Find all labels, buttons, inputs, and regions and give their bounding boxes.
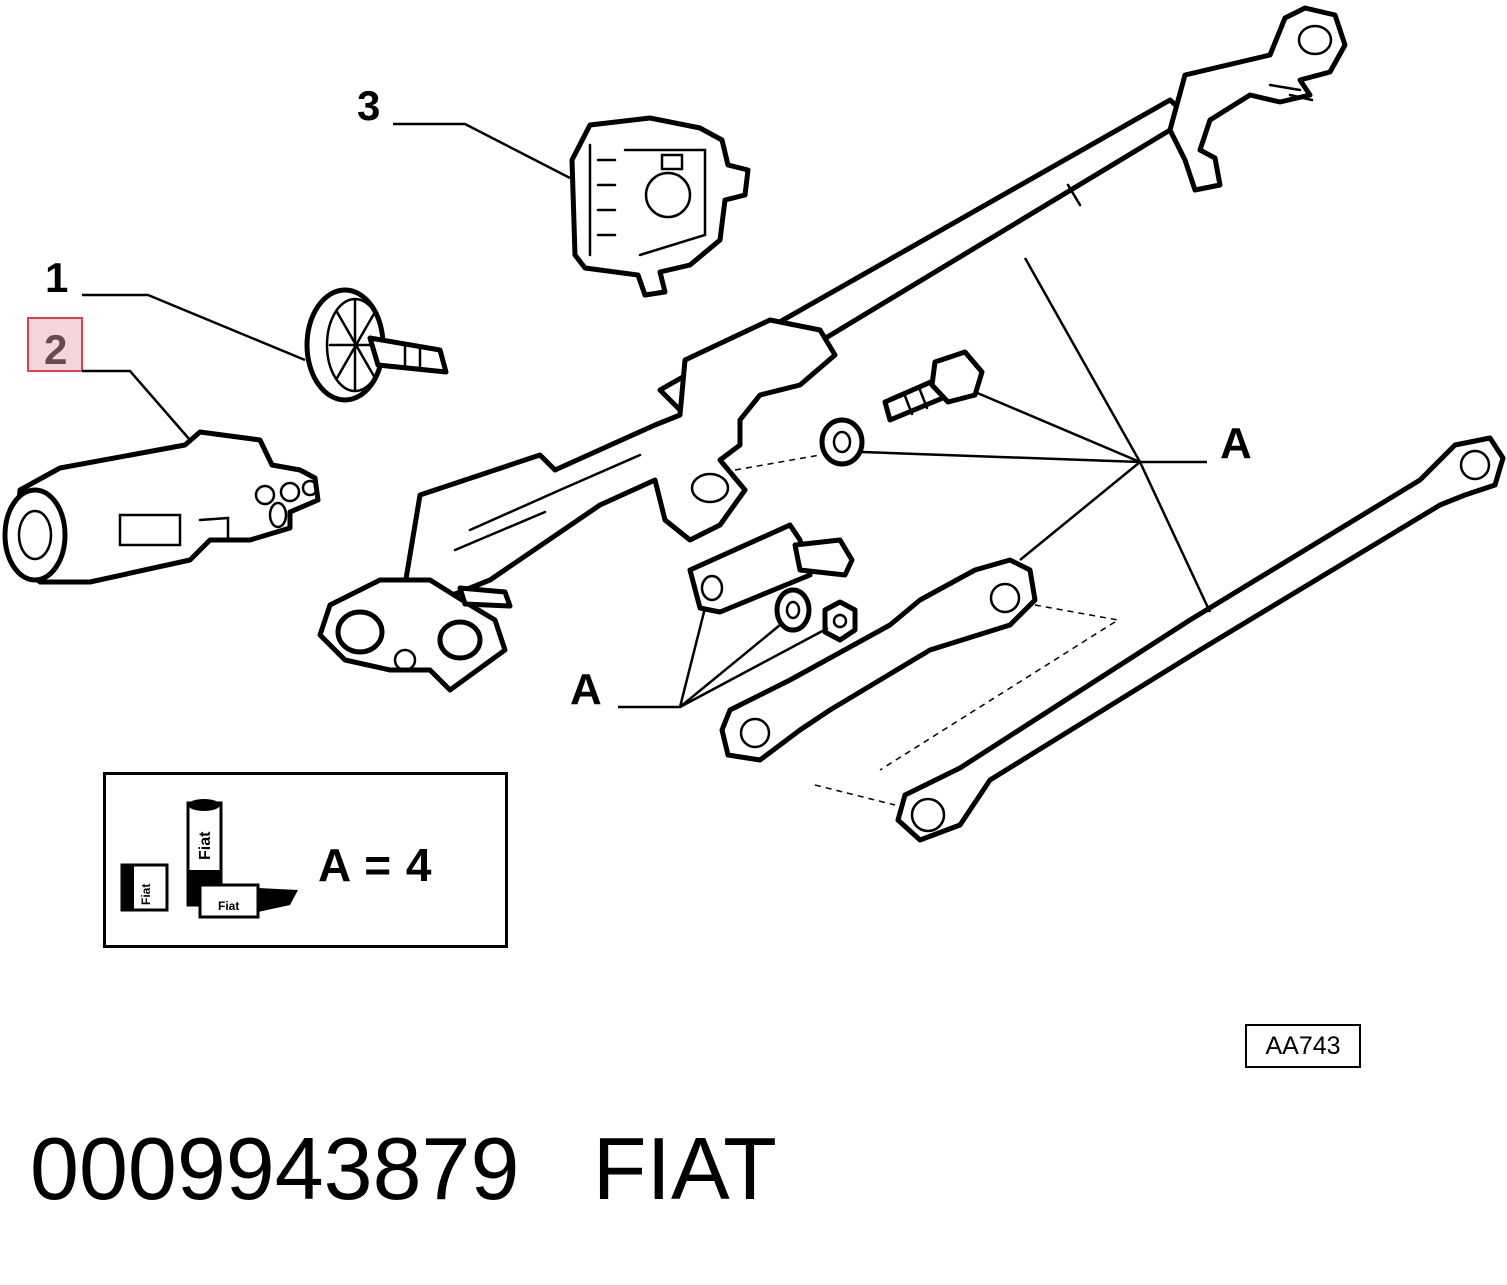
leader-a-upper: [861, 257, 1212, 613]
grease-label-2: Fiat: [139, 884, 153, 905]
hardware-bolt[interactable]: [882, 349, 985, 423]
grease-label-1: Fiat: [197, 831, 214, 860]
wiper-linkage-frame[interactable]: [317, 5, 1348, 693]
legend-box: [103, 772, 508, 948]
part-3-sensor-cover[interactable]: [569, 115, 751, 298]
hardware-washer-lower[interactable]: [774, 587, 812, 633]
footer-part-label: 0009943879 FIAT: [30, 1125, 777, 1213]
hardware-link-plate[interactable]: [687, 522, 855, 615]
leader-3: [393, 122, 571, 180]
callout-1: 1: [45, 254, 68, 301]
highlight-box-2: [27, 317, 83, 372]
callout-a-upper: A: [1220, 419, 1252, 468]
connecting-rod-short[interactable]: [719, 557, 1038, 763]
callout-a-lower: A: [570, 665, 602, 714]
callout-3: 3: [357, 82, 380, 129]
part-1-gear[interactable]: [304, 287, 449, 403]
grease-label-3: Fiat: [218, 899, 239, 913]
fiat-grease-tube-icon: Fiat Fiat Fiat: [120, 799, 298, 919]
footer-part-number: 0009943879: [30, 1119, 520, 1218]
hardware-washer[interactable]: [819, 417, 865, 467]
hardware-nut[interactable]: [822, 599, 858, 643]
footer-brand: FIAT: [592, 1119, 777, 1218]
leader-a-lower: [618, 607, 829, 709]
part-2-wiper-motor[interactable]: [2, 429, 321, 585]
legend-quantity-text: A = 4: [318, 839, 433, 891]
connecting-rod-long[interactable]: [895, 435, 1506, 843]
leader-2: [82, 369, 191, 441]
leader-1: [82, 293, 306, 362]
diagram-reference-code: AA743: [1245, 1024, 1361, 1068]
callout-2: 2: [44, 326, 67, 373]
